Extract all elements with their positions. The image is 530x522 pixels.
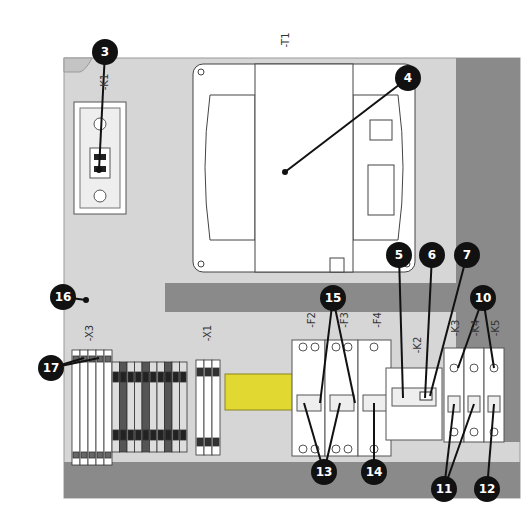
part-label: -X1: [203, 325, 213, 341]
part-label: -F4: [373, 312, 383, 328]
callout-number: 15: [320, 285, 346, 311]
callout-number: 5: [386, 242, 412, 268]
part-label: -F2: [307, 312, 317, 328]
callout-number: 13: [311, 459, 337, 485]
leader-lines: [51, 52, 494, 489]
callout-number: 16: [50, 284, 76, 310]
callout-number: 14: [361, 459, 387, 485]
din-rail: [225, 374, 297, 410]
part-label: -K4: [471, 320, 481, 337]
callout-number: 17: [38, 355, 64, 381]
callout-number: 10: [470, 285, 496, 311]
part-label: -K3: [451, 320, 461, 337]
callout-number: 11: [431, 476, 457, 502]
callout-number: 12: [474, 476, 500, 502]
circuit-breakers: [292, 340, 391, 456]
part-label: -X3: [85, 325, 95, 341]
relay-modules: [444, 348, 504, 442]
callout-number: 3: [92, 39, 118, 65]
part-label: -K2: [413, 337, 423, 354]
callout-number: 6: [419, 242, 445, 268]
transformer: [193, 64, 415, 272]
callout-number: 4: [395, 65, 421, 91]
part-label: -K5: [491, 320, 501, 337]
part-label: -F3: [340, 312, 350, 328]
part-label: -K1: [100, 74, 110, 91]
cable-duct: [165, 283, 456, 312]
mounting-plate: [64, 58, 520, 498]
callout-number: 7: [454, 242, 480, 268]
part-label: -T1: [280, 32, 290, 47]
terminal-blocks: [72, 350, 220, 465]
